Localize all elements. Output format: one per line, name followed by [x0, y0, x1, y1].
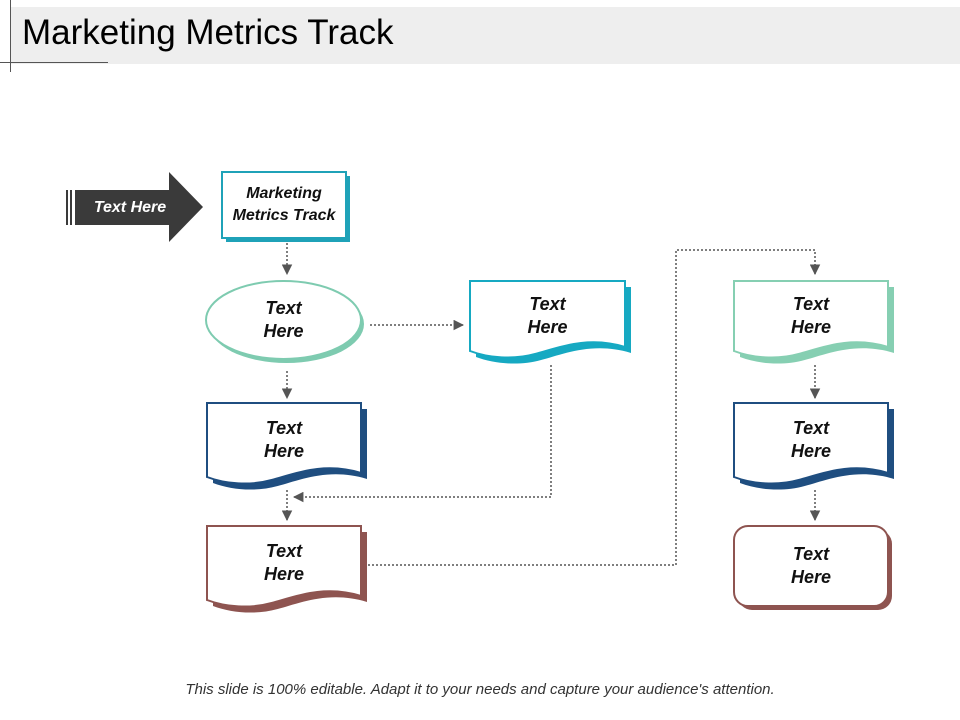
node-blue-document-left [206, 402, 367, 490]
connector-teal-to-blue [292, 365, 552, 503]
node-brown-rounded-label: Text Here [790, 544, 832, 587]
node-teal-document [469, 280, 631, 364]
node-blue-document-left-label: Text Here [263, 418, 305, 461]
node-blue-document-right-label: Text Here [790, 418, 832, 461]
node-teal-document-shape [469, 280, 626, 359]
arrow-body [75, 172, 203, 242]
node-ellipse-label: Text Here [263, 298, 304, 341]
node-ellipse-shape [205, 280, 362, 360]
node-brown-document-shape [206, 525, 362, 608]
arrow-stripe-1 [66, 190, 68, 225]
node-brown-rounded-shape [733, 525, 889, 607]
node-marketing-metrics-track-box [221, 171, 347, 239]
text-here-arrow [66, 172, 203, 242]
node-marketing-metrics-track [221, 171, 350, 242]
footer-note: This slide is 100% editable. Adapt it to… [185, 681, 775, 698]
arrow-stripe-2 [70, 190, 72, 225]
connector-brown-to-mint [368, 249, 821, 566]
node-ellipse [205, 280, 364, 363]
node-brown-document [206, 525, 367, 613]
node-brown-rounded [733, 525, 892, 610]
title-bar [10, 7, 960, 64]
corner-mark-horizontal [0, 62, 108, 63]
node-mint-document-label: Text Here [790, 294, 832, 337]
connectors [281, 243, 821, 566]
node-blue-document-left-shape [206, 402, 362, 485]
corner-mark-vertical [10, 0, 11, 72]
node-blue-document-right [733, 402, 894, 490]
arrow-label: Text Here [93, 199, 167, 216]
node-marketing-metrics-track-label: Marketing Metrics Track [232, 185, 336, 224]
node-blue-document-right-shape [733, 402, 889, 485]
node-teal-document-label: Text Here [527, 294, 568, 337]
node-brown-document-label: Text Here [263, 541, 305, 584]
page-title: Marketing Metrics Track [22, 13, 394, 52]
node-mint-document-shape [733, 280, 889, 359]
node-mint-document [733, 280, 894, 364]
